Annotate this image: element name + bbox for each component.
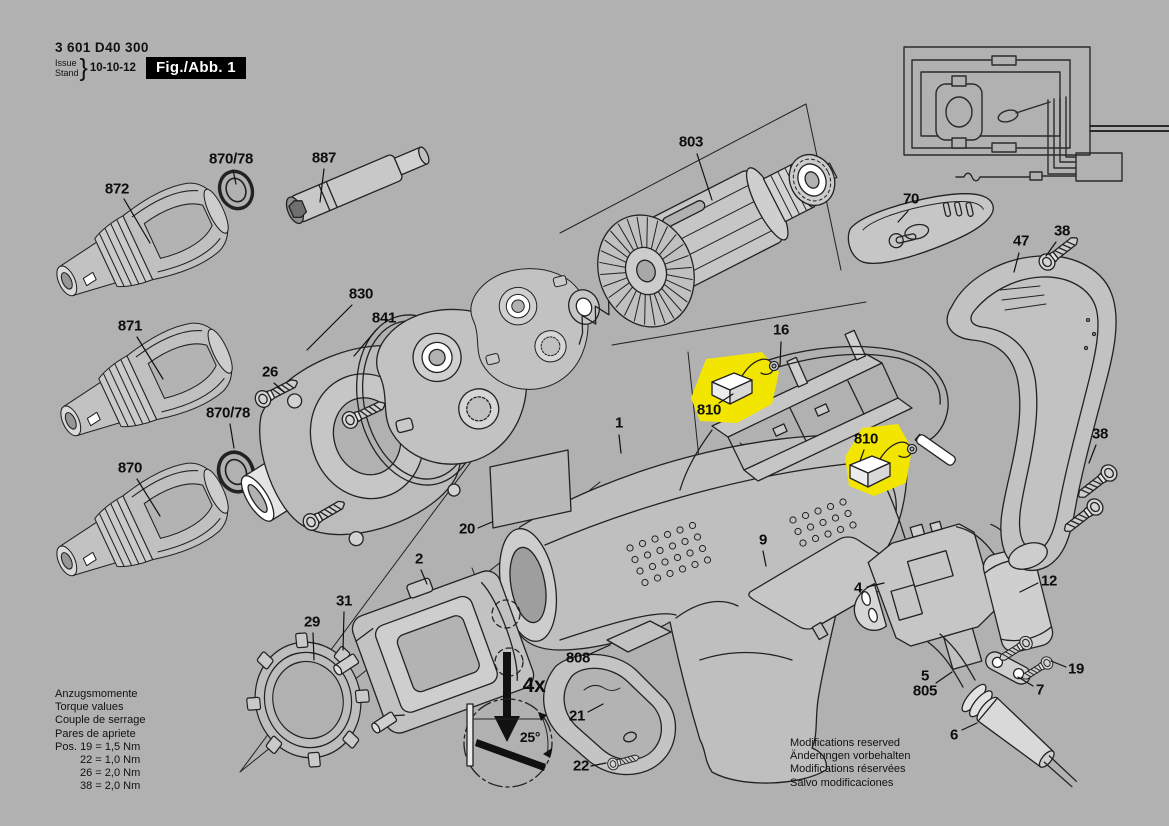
torque-title-line: Anzugsmomente: [55, 688, 138, 700]
angle-detail-4x: [463, 652, 553, 788]
torque-row: Pos. 19 = 1,5 Nm: [55, 740, 141, 753]
field-2: [351, 570, 535, 734]
modifications-line: Modifications reserved: [790, 737, 901, 749]
issue-label: Issue: [55, 58, 77, 68]
figure-badge: Fig./Abb. 1: [145, 57, 246, 79]
retainer-ring-29: [246, 632, 370, 768]
torque-title-line: Torque values: [55, 701, 124, 714]
insulating-sheet-20: [489, 449, 572, 529]
cord-and-boot-5-805-6: [927, 633, 1078, 788]
switch-4: [853, 520, 997, 670]
motor-housing-1: [498, 434, 908, 784]
depth-stop-872: [41, 170, 241, 322]
leader-lines: [123, 153, 1097, 767]
modifications-line: Salvo modificaciones: [790, 776, 894, 789]
drawing-header: 3 601 D40 300 Issue Stand } 10-10-12 Fig…: [55, 40, 246, 82]
stand-label: Stand: [55, 68, 79, 78]
torque-row: 26 = 2,0 Nm: [80, 767, 141, 780]
bit-holder-887: [285, 146, 430, 225]
armature-803: [568, 154, 838, 345]
cover-70: [847, 193, 994, 264]
modifications-line: Änderungen vorbehalten: [790, 750, 911, 763]
depth-stop-871: [45, 310, 245, 462]
torque-title-line: Couple de serrage: [55, 714, 146, 727]
depth-stop-870: [41, 450, 241, 602]
torque-row: 22 = 1,0 Nm: [80, 754, 141, 767]
modifications-line: Modifications réservées: [790, 763, 906, 776]
assembly-mark-circle: [491, 599, 521, 629]
wiring-schematic: [903, 46, 1169, 182]
brace-glyph: }: [79, 54, 88, 82]
pins-31: [333, 653, 398, 734]
torque-title-line: Pares de apriete: [55, 727, 136, 740]
label-sheet-808: [606, 620, 672, 653]
torque-row: 38 = 2,0 Nm: [80, 780, 141, 793]
issue-date: 10-10-12: [89, 62, 136, 74]
cover-21: [543, 653, 677, 776]
type-number: 3 601 D40 300: [55, 40, 149, 55]
handle-shell-47: [946, 255, 1117, 571]
